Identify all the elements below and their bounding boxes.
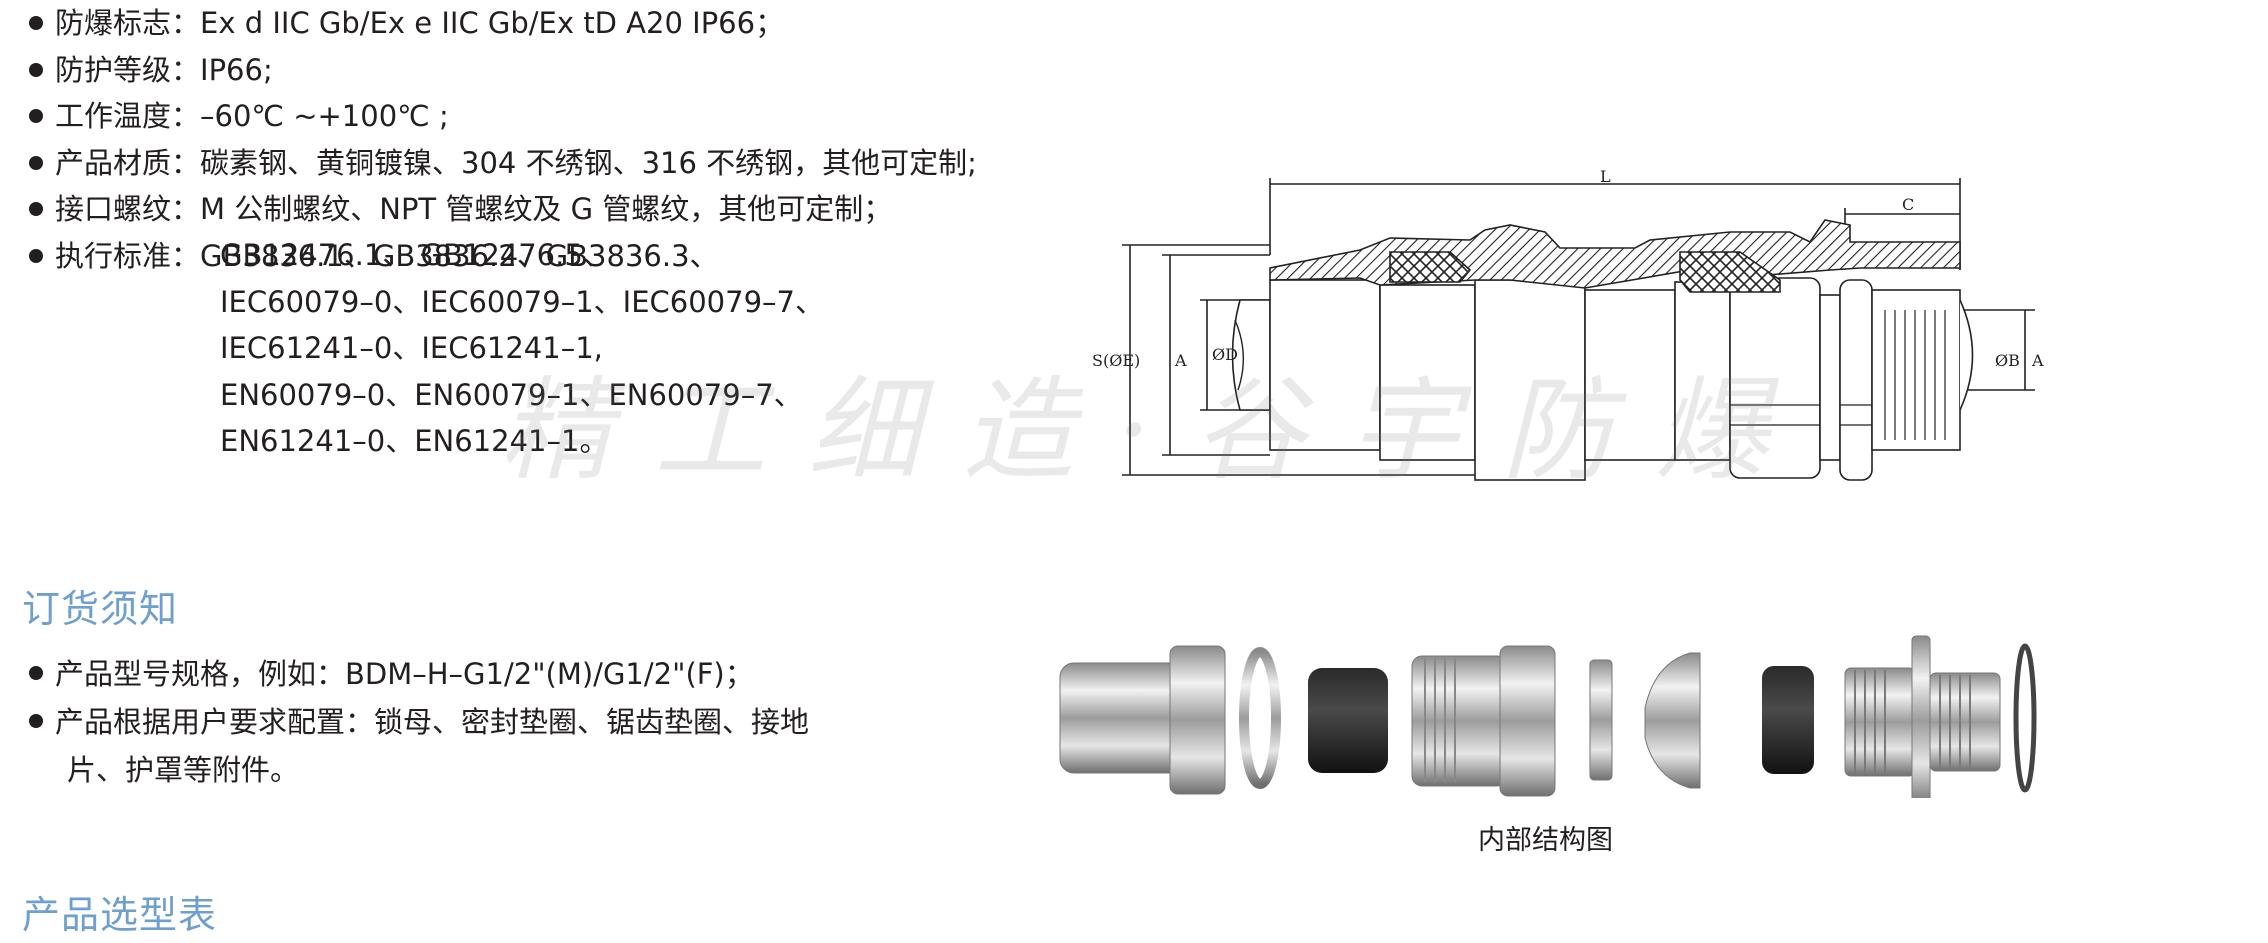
bullet-icon [29,155,43,170]
spec-row-material: 产品材质： 碳素钢、黄铜镀镍、304 不绣钢、316 不绣钢，其他可定制; [25,140,1075,187]
bullet-icon [29,109,43,123]
spec-row-explosion-mark: 防爆标志： Ex d IIC Gb/Ex e IIC Gb/Ex tD A20 … [25,0,1075,47]
bullet-icon [29,248,43,263]
dimension-label-b: ØB [1995,351,2020,370]
order-item-text: 产品型号规格，例如：BDM–H–G1/2"(M)/G1/2"(F)； [55,657,754,691]
dimension-label-d: ØD [1212,345,1238,364]
spec-value: GB3836.1、GB3836.2、GB3836.3、 [200,238,719,273]
spec-label: 执行标准： [55,238,201,273]
standards-line: IEC61241–0、IEC61241–1, [220,331,603,365]
dimension-label-a-right: A [2031,351,2044,370]
order-notes-title: 订货须知 [22,587,179,631]
spec-row-standard: 执行标准： GB3836.1、GB3836.2、GB3836.3、 [25,233,1075,280]
spec-value: IP66; [200,52,273,87]
standards-line: GB12476.1、 GB12476.5、 [220,238,612,272]
cable-gland-section-drawing: L C S(ØE) A ØD ØB A [1092,170,2044,481]
spec-label: 产品材质： [55,145,201,180]
spec-row-thread: 接口螺纹： M 公制螺纹、NPT 管螺纹及 G 管螺纹，其他可定制； [25,186,1075,233]
bullet-icon [29,666,43,680]
dimension-label-a-left: A [1174,351,1187,370]
photo-caption: 内部结构图 [1478,825,1613,856]
spec-row-temperature: 工作温度： –60℃ ~+100℃ ; [25,93,1075,140]
standards-continuation: GB12476.1、 GB12476.5、 IEC60079–0、IEC6007… [220,232,824,465]
bullet-icon [29,202,43,216]
bullet-icon [29,16,43,30]
spec-row-protection: 防护等级： IP66; [25,47,1075,94]
bullet-icon [29,62,43,77]
exploded-parts-image [1059,635,2037,798]
spec-value: M 公制螺纹、NPT 管螺纹及 G 管螺纹，其他可定制； [200,192,893,226]
order-item-continuation: 片、护罩等附件。 [67,753,300,787]
standards-line: IEC60079–0、IEC60079–1、IEC60079–7、 [220,284,824,319]
spec-label: 接口螺纹： [55,192,201,226]
dimension-label-c: C [1902,195,1914,214]
order-item: 产品型号规格，例如：BDM–H–G1/2"(M)/G1/2"(F)； [25,650,905,698]
spec-label: 防护等级： [55,52,201,87]
selection-table-title: 产品选型表 [22,893,218,937]
spec-value: Ex d IIC Gb/Ex e IIC Gb/Ex tD A20 IP66； [200,6,785,40]
spec-value: 碳素钢、黄铜镀镍、304 不绣钢、316 不绣钢，其他可定制; [200,145,977,180]
bullet-icon [29,714,43,728]
spec-label: 工作温度： [55,99,201,133]
spec-value: –60℃ ~+100℃ ; [200,99,449,133]
dimension-label-s: S(ØE) [1092,351,1140,370]
spec-label: 防爆标志： [55,6,201,40]
watermark-text: 精工细造·谷宇防爆 [500,366,1810,496]
standards-line: EN60079–0、EN60079–1、EN60079–7、 [220,377,803,412]
order-item-text: 产品根据用户要求配置：锁母、密封垫圈、锯齿垫圈、接地 [55,705,810,739]
order-item: 产品根据用户要求配置：锁母、密封垫圈、锯齿垫圈、接地 [25,698,905,746]
dimension-label-l: L [1600,170,1611,186]
spec-list: 防爆标志： Ex d IIC Gb/Ex e IIC Gb/Ex tD A20 … [25,0,1075,279]
standards-line: EN61241–0、EN61241–1。 [220,424,609,458]
order-notes: 产品型号规格，例如：BDM–H–G1/2"(M)/G1/2"(F)； 产品根据用… [25,650,905,794]
